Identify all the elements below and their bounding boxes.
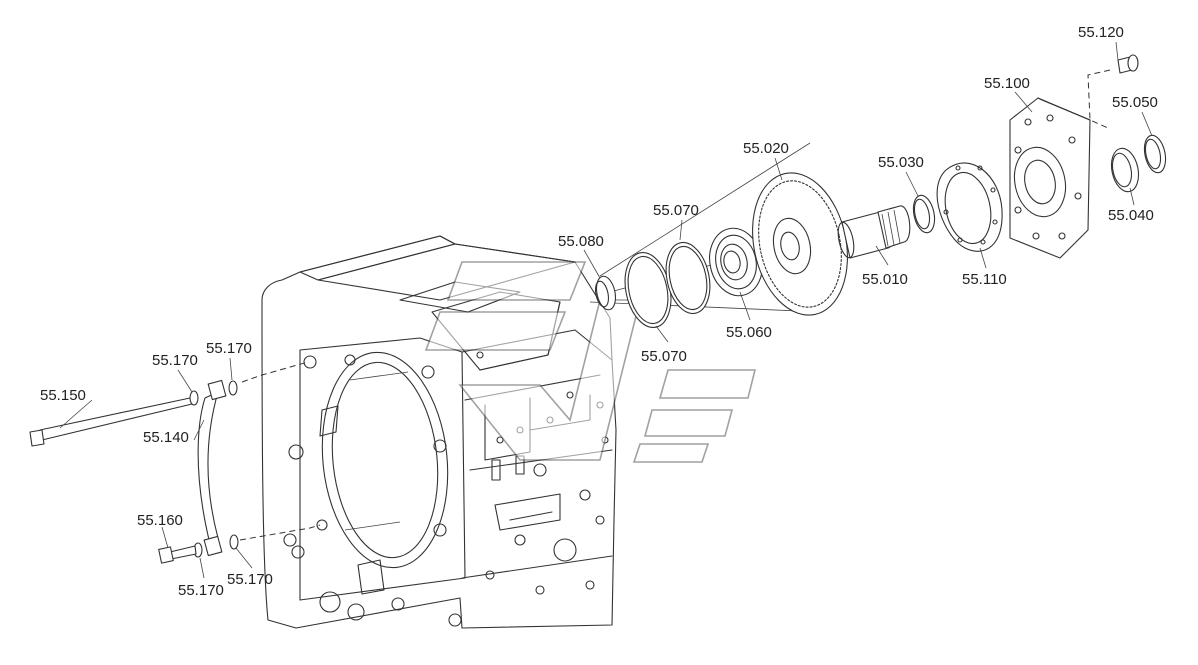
label-55-030: 55.030 [878,154,924,171]
part-55-070-ring-rear [665,241,711,315]
label-55-140: 55.140 [143,429,189,446]
part-55-120-bolt [1117,54,1139,74]
label-55-050: 55.050 [1112,94,1158,111]
part-55-010-shaft [837,205,911,259]
leader-lines [59,41,1153,579]
label-55-020: 55.020 [743,140,789,157]
part-labels: 55.120 55.100 55.050 55.020 55.030 55.07… [40,24,1158,599]
label-55-110: 55.110 [962,271,1007,288]
part-55-050-ring [1143,134,1167,174]
label-55-070-top: 55.070 [653,202,699,219]
part-55-100-cover [1009,97,1091,259]
label-55-080: 55.080 [558,233,604,250]
watermark-logo [424,261,757,463]
label-55-040: 55.040 [1108,207,1154,224]
part-55-150-long-bolt [29,397,193,447]
part-55-170-washers [189,380,239,558]
label-55-170-a: 55.170 [152,352,198,369]
label-55-150: 55.150 [40,387,86,404]
label-55-170-c: 55.170 [178,582,224,599]
label-55-170-b: 55.170 [206,340,252,357]
label-55-060: 55.060 [726,324,772,341]
part-55-160-bolt [158,545,197,564]
label-55-170-d: 55.170 [227,571,273,588]
label-55-120: 55.120 [1078,24,1124,41]
label-55-160: 55.160 [137,512,183,529]
part-55-140-pipe [197,379,227,557]
part-55-020-gear [752,172,848,316]
part-55-080-sleeve [594,275,617,311]
part-55-030-ring [912,194,936,234]
label-55-070-bottom: 55.070 [641,348,687,365]
part-55-040-sleeve [1110,147,1140,193]
label-55-100: 55.100 [984,75,1030,92]
part-55-110-gasket [936,162,1003,252]
label-55-010: 55.010 [862,271,908,288]
